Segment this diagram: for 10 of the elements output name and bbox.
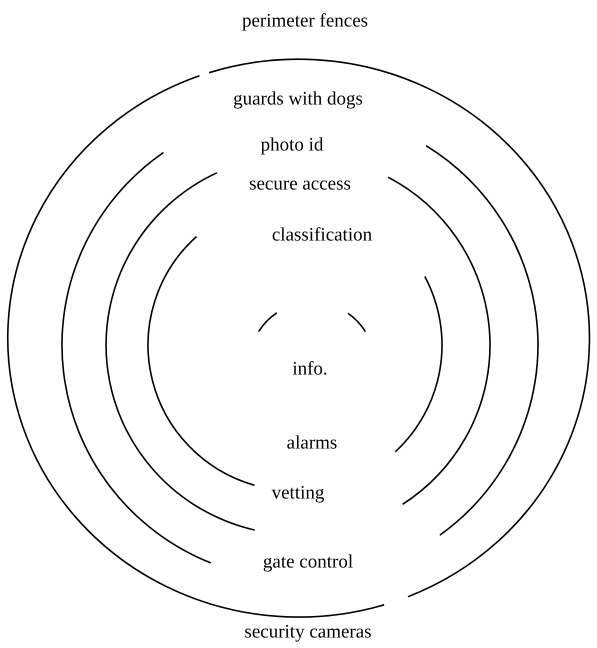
ring-label: info. (292, 360, 328, 380)
ring-label: alarms (286, 434, 338, 454)
ring-label: security cameras (244, 622, 372, 644)
ring-label: guards with dogs (233, 90, 363, 110)
ring-label: photo id (260, 136, 324, 156)
ring-label: vetting (272, 484, 324, 504)
ring-label: gate control (262, 552, 354, 574)
ring-label: secure access (249, 174, 351, 196)
ring-label: classification (272, 226, 372, 246)
ring-label: perimeter fences (242, 12, 368, 32)
